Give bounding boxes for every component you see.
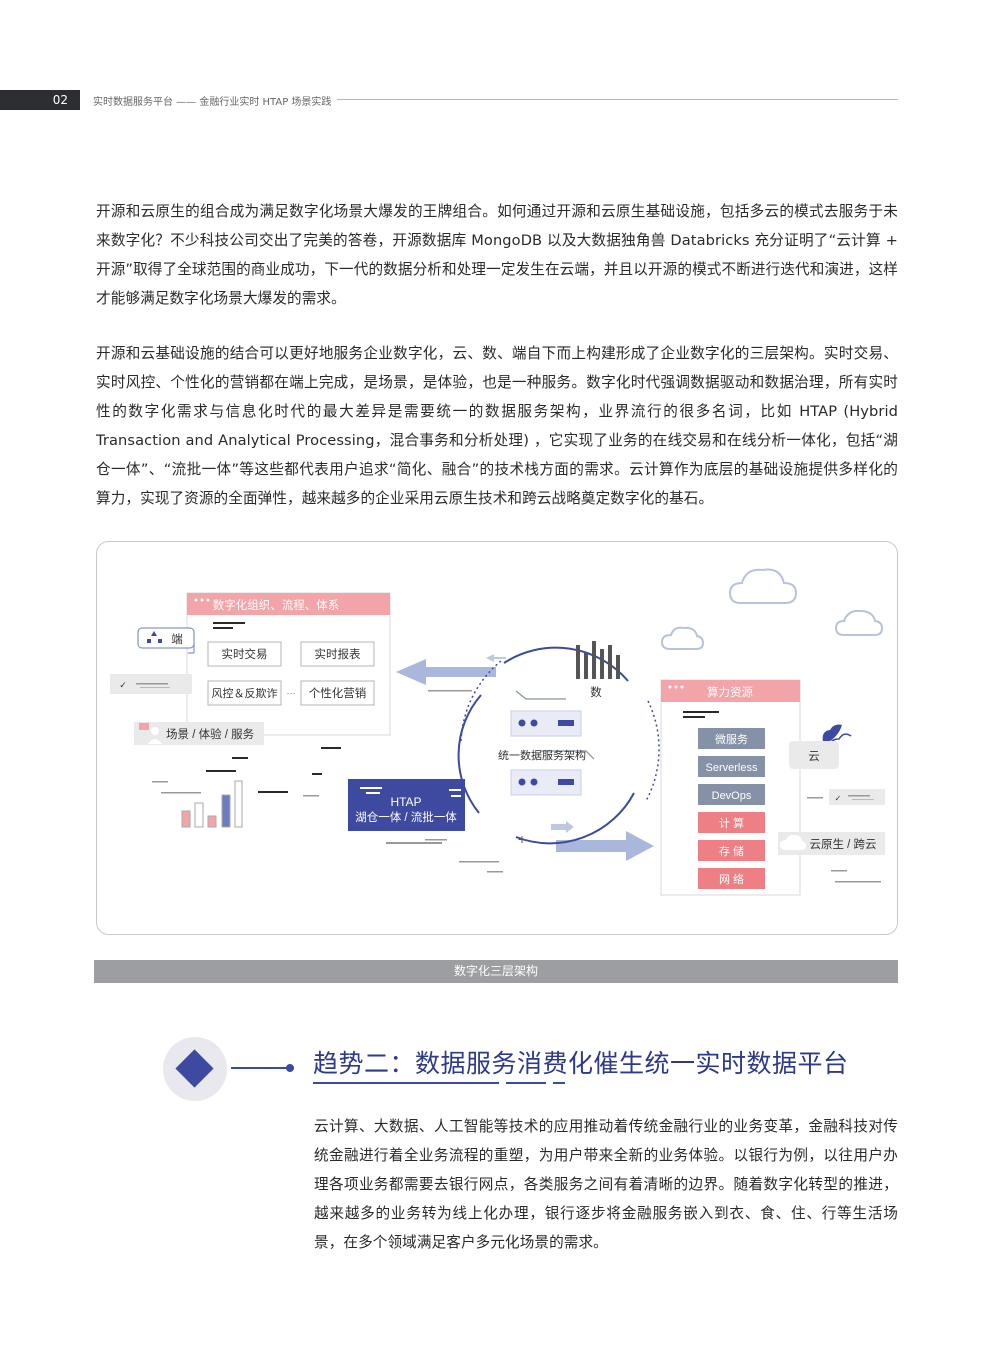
- paragraph-trend-two: 云计算、大数据、人工智能等技术的应用推动着传统金融行业的业务变革，金融科技对传统…: [314, 1118, 898, 1251]
- header-title: 实时数据服务平台 —— 金融行业实时 HTAP 场景实践: [93, 97, 332, 108]
- svg-text:Serverless: Serverless: [706, 762, 758, 774]
- left-panel-header: [187, 593, 390, 615]
- button-personal-marketing: 个性化营销: [300, 680, 375, 706]
- htap-subtitle: 湖仓一体 / 流批一体: [355, 810, 457, 824]
- service-microservice: 微服务: [698, 728, 765, 749]
- svg-text:存 储: 存 储: [719, 844, 744, 858]
- section-underline: [553, 1082, 565, 1084]
- svg-text:个性化营销: 个性化营销: [309, 686, 367, 700]
- page-number: 02: [0, 90, 80, 110]
- check-input-right: ✓: [829, 789, 885, 805]
- server-top: [510, 710, 582, 737]
- page-header: 02 实时数据服务平台 —— 金融行业实时 HTAP 场景实践: [0, 90, 992, 110]
- cloud-icon: [660, 626, 705, 650]
- figure-caption: 数字化三层架构: [94, 960, 898, 983]
- section-connector: [231, 1067, 289, 1069]
- svg-text:云: 云: [808, 751, 820, 763]
- svg-text:计 算: 计 算: [719, 816, 744, 830]
- plus-sign: +: [518, 831, 526, 847]
- user-icon: [151, 727, 159, 735]
- svg-text:实时交易: 实时交易: [222, 647, 268, 661]
- section-underline: [313, 1082, 499, 1084]
- svg-text:网 络: 网 络: [719, 872, 744, 886]
- left-panel-title: 数字化组织、流程、体系: [213, 598, 340, 612]
- hierarchy-icon: [151, 631, 157, 636]
- cloud-icon: [780, 834, 806, 850]
- scene-label: 场景 / 体验 / 服务: [166, 727, 255, 741]
- service-compute: 计 算: [698, 812, 765, 833]
- section-underline: [506, 1082, 546, 1084]
- check-input-left: ✓: [110, 674, 192, 694]
- service-devops: DevOps: [698, 784, 765, 805]
- yun-tag: 云: [789, 724, 852, 769]
- cloud-icon: [834, 609, 884, 636]
- scene-bar: 场景 / 体验 / 服务: [134, 722, 264, 745]
- paragraph-open-source-cloud: 开源和云原生的组合成为满足数字化场景大爆发的王牌组合。如何通过开源和云原生基础设…: [96, 203, 898, 307]
- button-ellipsis: ···: [287, 688, 296, 698]
- section-connector-dot: [286, 1064, 294, 1072]
- arrow-right: [556, 831, 654, 861]
- arrow-left: [396, 659, 496, 685]
- button-risk-control: 风控＆反欺诈: [207, 680, 282, 706]
- service-storage: 存 储: [698, 840, 765, 861]
- service-network: 网 络: [698, 868, 765, 889]
- center-label: 统一数据服务架构: [498, 748, 586, 762]
- server-bottom: [510, 769, 582, 796]
- shu-label: 数: [590, 685, 602, 699]
- svg-text:微服务: 微服务: [715, 732, 748, 746]
- mini-bar-chart: [181, 780, 243, 828]
- check-icon: ✓: [119, 680, 127, 690]
- svg-text:云原生 / 跨云: 云原生 / 跨云: [809, 837, 876, 851]
- htap-box: HTAP 湖仓一体 / 流批一体: [348, 779, 465, 831]
- shu-bars-icon: [576, 641, 620, 679]
- architecture-diagram: 数字化组织、流程、体系 实时交易 实时报表 风控＆反欺诈 ··· 个性化营销 端: [96, 541, 898, 935]
- diagram-canvas: 数字化组织、流程、体系 实时交易 实时报表 风控＆反欺诈 ··· 个性化营销 端: [96, 541, 898, 935]
- header-rule: [337, 99, 898, 100]
- button-realtime-report: 实时报表: [300, 641, 375, 667]
- paragraph-three-layer: 开源和云基础设施的结合可以更好地服务企业数字化，云、数、端自下而上构建形成了企业…: [96, 345, 898, 507]
- service-serverless: Serverless: [698, 756, 765, 777]
- cloud-icons: [660, 568, 884, 650]
- duan-tag: 端: [137, 627, 195, 654]
- cloud-icon: [728, 568, 798, 604]
- right-panel-header: [661, 680, 800, 702]
- svg-text:端: 端: [171, 633, 183, 646]
- check-icon: ✓: [835, 794, 842, 803]
- svg-text:DevOps: DevOps: [712, 790, 752, 802]
- button-realtime-trade: 实时交易: [207, 641, 282, 667]
- cloud-native-tag: 云原生 / 跨云: [778, 832, 885, 855]
- data-ring: [457, 646, 660, 845]
- svg-text:实时报表: 实时报表: [315, 647, 361, 661]
- section-title: 趋势二：数据服务消费化催生统一实时数据平台: [313, 1049, 849, 1078]
- right-panel-title: 算力资源: [707, 685, 753, 699]
- svg-text:风控＆反欺诈: 风控＆反欺诈: [212, 686, 278, 700]
- htap-title: HTAP: [390, 795, 421, 809]
